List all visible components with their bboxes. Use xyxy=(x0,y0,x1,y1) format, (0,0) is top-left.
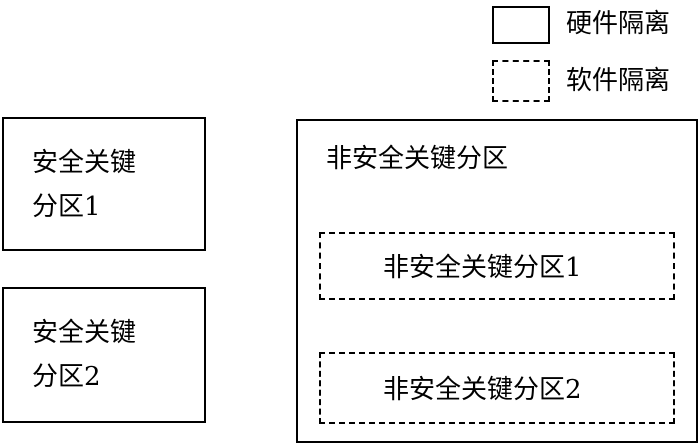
safety-partition-1-line2: 分区1 xyxy=(32,192,101,222)
safety-partition-1: 安全关键 分区1 xyxy=(2,117,206,251)
non-safety-container: 非安全关键分区 xyxy=(296,119,698,443)
non-safety-partition-2-label: 非安全关键分区2 xyxy=(383,375,582,405)
safety-partition-2-label: 安全关键 分区2 xyxy=(32,311,136,399)
safety-partition-2-line1: 安全关键 xyxy=(32,318,137,348)
non-safety-partition-1: 非安全关键分区1 xyxy=(319,232,675,300)
legend-hardware-label: 硬件隔离 xyxy=(566,9,671,39)
safety-partition-1-label: 安全关键 分区1 xyxy=(32,141,136,229)
legend-hardware-swatch xyxy=(492,6,550,44)
safety-partition-2-line2: 分区2 xyxy=(32,362,101,392)
non-safety-partition-1-label: 非安全关键分区1 xyxy=(383,253,582,283)
legend-software-swatch xyxy=(492,60,550,102)
legend-software-label: 软件隔离 xyxy=(566,66,671,96)
non-safety-partition-2: 非安全关键分区2 xyxy=(319,352,675,424)
safety-partition-2: 安全关键 分区2 xyxy=(2,287,206,423)
non-safety-container-title: 非安全关键分区 xyxy=(326,144,509,174)
safety-partition-1-line1: 安全关键 xyxy=(32,148,137,178)
